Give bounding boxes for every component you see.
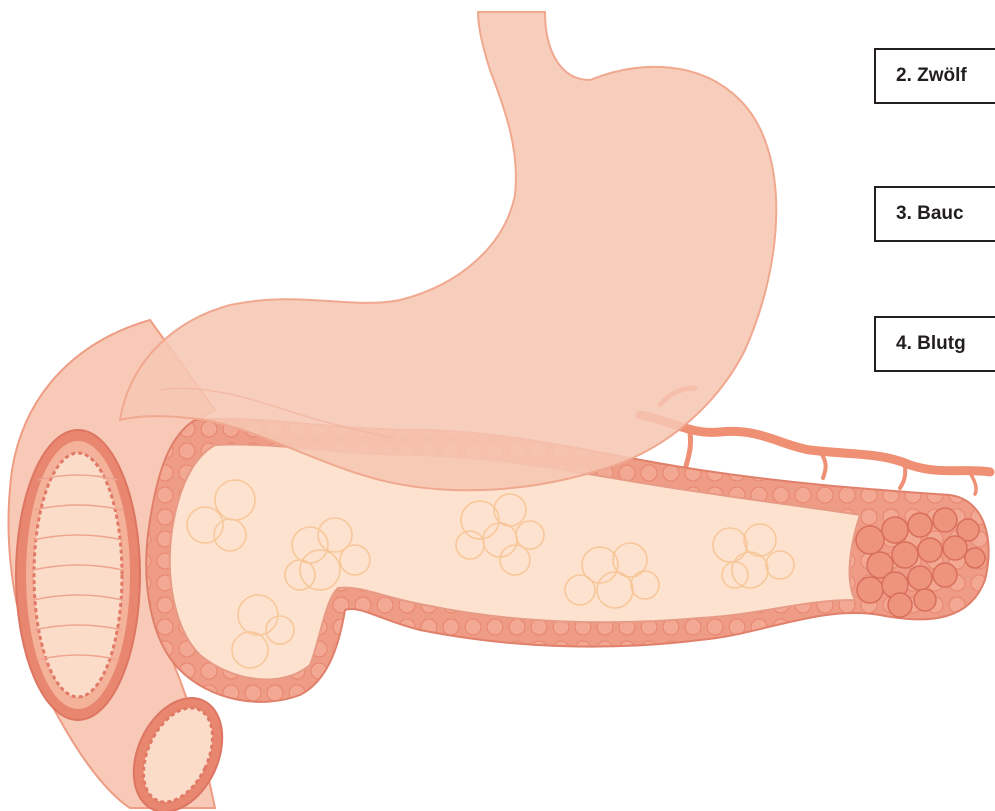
label-box-2: 2. Zwölf	[874, 48, 995, 104]
stomach	[120, 12, 776, 490]
label-3-number: 3.	[896, 203, 912, 225]
label-box-3: 3. Bauc	[874, 186, 995, 242]
label-2-number: 2.	[896, 65, 912, 87]
label-2-text: Zwölf	[917, 65, 967, 87]
label-4-text: Blutg	[917, 333, 966, 355]
label-box-4: 4. Blutg	[874, 316, 995, 372]
label-3-text: Bauc	[917, 203, 963, 225]
label-4-number: 4.	[896, 333, 912, 355]
